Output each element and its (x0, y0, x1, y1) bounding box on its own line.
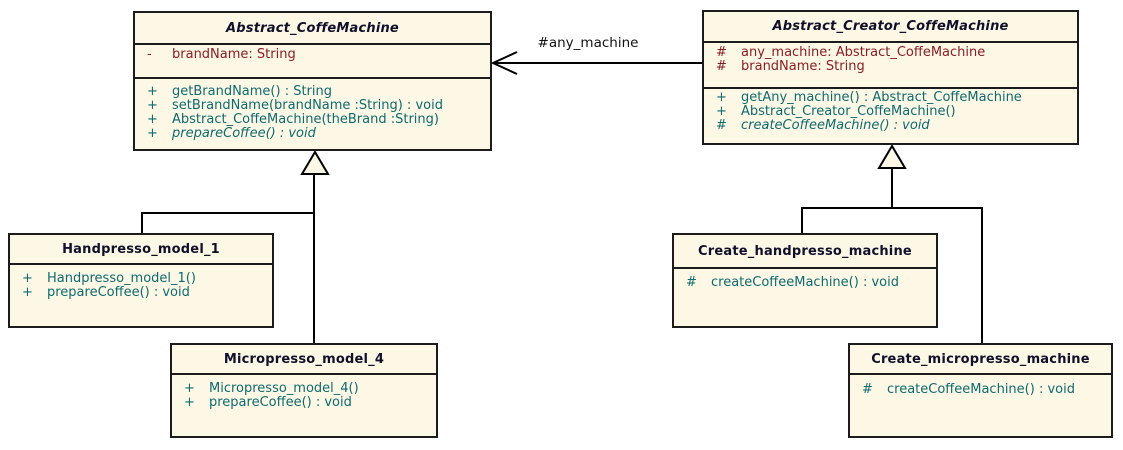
method-text: prepareCoffee() : void (47, 285, 190, 300)
visibility-symbol: + (716, 90, 727, 105)
method-row: + Abstract_CoffeMachine(theBrand :String… (135, 113, 490, 127)
class-create-handpresso-machine[interactable]: Create_handpresso_machine # createCoffee… (672, 233, 938, 328)
visibility-symbol: # (862, 382, 873, 397)
attributes-compartment: # any_machine: Abstract_CoffeMachine # b… (704, 41, 1077, 87)
method-row: + prepareCoffee() : void (10, 286, 272, 300)
class-title: Handpresso_model_1 (62, 241, 220, 257)
class-abstract-creator-coffemachine[interactable]: Abstract_Creator_CoffeMachine # any_mach… (702, 10, 1079, 145)
method-text: createCoffeeMachine() : void (711, 275, 899, 290)
method-row: # createCoffeeMachine() : void (674, 276, 936, 290)
method-row: + setBrandName(brandName :String) : void (135, 99, 490, 113)
method-row: + Abstract_Creator_CoffeMachine() (704, 105, 1077, 119)
attribute-row: # brandName: String (704, 60, 1077, 74)
visibility-symbol: # (716, 45, 727, 60)
method-text: Abstract_Creator_CoffeMachine() (741, 104, 956, 119)
method-text: createCoffeeMachine() : void (887, 382, 1075, 397)
methods-compartment: # createCoffeeMachine() : void (674, 267, 936, 326)
visibility-symbol: + (184, 395, 195, 410)
visibility-symbol: # (686, 275, 697, 290)
attribute-row: - brandName: String (135, 48, 490, 62)
class-title: Micropresso_model_4 (223, 351, 385, 367)
visibility-symbol: + (147, 84, 158, 99)
methods-compartment: # createCoffeeMachine() : void (850, 373, 1111, 436)
visibility-symbol: # (716, 118, 727, 133)
method-row: + getAny_machine() : Abstract_CoffeMachi… (704, 91, 1077, 105)
class-micropresso-model-4[interactable]: Micropresso_model_4 + Micropresso_model_… (170, 343, 438, 438)
method-row: + getBrandName() : String (135, 85, 490, 99)
visibility-symbol: + (147, 126, 158, 141)
method-row-abstract: # createCoffeeMachine() : void (704, 119, 1077, 133)
method-text: Micropresso_model_4() (209, 381, 359, 396)
class-title: Abstract_Creator_CoffeMachine (772, 19, 1009, 34)
class-create-micropresso-machine[interactable]: Create_micropresso_machine # createCoffe… (848, 343, 1113, 438)
method-text: setBrandName(brandName :String) : void (172, 98, 443, 113)
class-title: Create_handpresso_machine (698, 243, 912, 259)
method-text: createCoffeeMachine() : void (741, 118, 930, 133)
method-row: + Handpresso_model_1() (10, 272, 272, 286)
method-row: # createCoffeeMachine() : void (850, 383, 1111, 397)
visibility-symbol: + (716, 104, 727, 119)
method-text: getAny_machine() : Abstract_CoffeMachine (741, 90, 1022, 105)
visibility-symbol: + (22, 271, 33, 286)
attributes-compartment: - brandName: String (135, 43, 490, 77)
attribute-text: brandName: String (172, 47, 296, 62)
method-text: prepareCoffee() : void (209, 395, 352, 410)
visibility-symbol: + (147, 98, 158, 113)
attribute-text: brandName: String (741, 59, 865, 74)
visibility-symbol: + (147, 112, 158, 127)
class-title: Abstract_CoffeMachine (226, 20, 399, 36)
attribute-row: # any_machine: Abstract_CoffeMachine (704, 46, 1077, 60)
class-title: Create_micropresso_machine (871, 351, 1090, 367)
class-abstract-coffemachine[interactable]: Abstract_CoffeMachine - brandName: Strin… (133, 11, 492, 151)
method-row: + prepareCoffee() : void (172, 396, 436, 410)
methods-compartment: + getAny_machine() : Abstract_CoffeMachi… (704, 87, 1077, 143)
association-any-machine-edge (490, 51, 702, 75)
visibility-symbol: + (184, 381, 195, 396)
methods-compartment: + getBrandName() : String + setBrandName… (135, 77, 490, 149)
visibility-symbol: + (22, 285, 33, 300)
method-row-abstract: + prepareCoffee() : void (135, 127, 490, 141)
class-handpresso-model-1[interactable]: Handpresso_model_1 + Handpresso_model_1(… (8, 233, 274, 328)
method-row: + Micropresso_model_4() (172, 382, 436, 396)
attribute-text: any_machine: Abstract_CoffeMachine (741, 45, 986, 60)
methods-compartment: + Micropresso_model_4() + prepareCoffee(… (172, 373, 436, 436)
association-label: #any_machine (537, 35, 639, 51)
method-text: prepareCoffee() : void (172, 126, 316, 141)
methods-compartment: + Handpresso_model_1() + prepareCoffee()… (10, 263, 272, 326)
visibility-symbol: - (147, 47, 152, 62)
visibility-symbol: # (716, 59, 727, 74)
method-text: Abstract_CoffeMachine(theBrand :String) (172, 112, 439, 127)
method-text: Handpresso_model_1() (47, 271, 196, 286)
method-text: getBrandName() : String (172, 84, 333, 99)
